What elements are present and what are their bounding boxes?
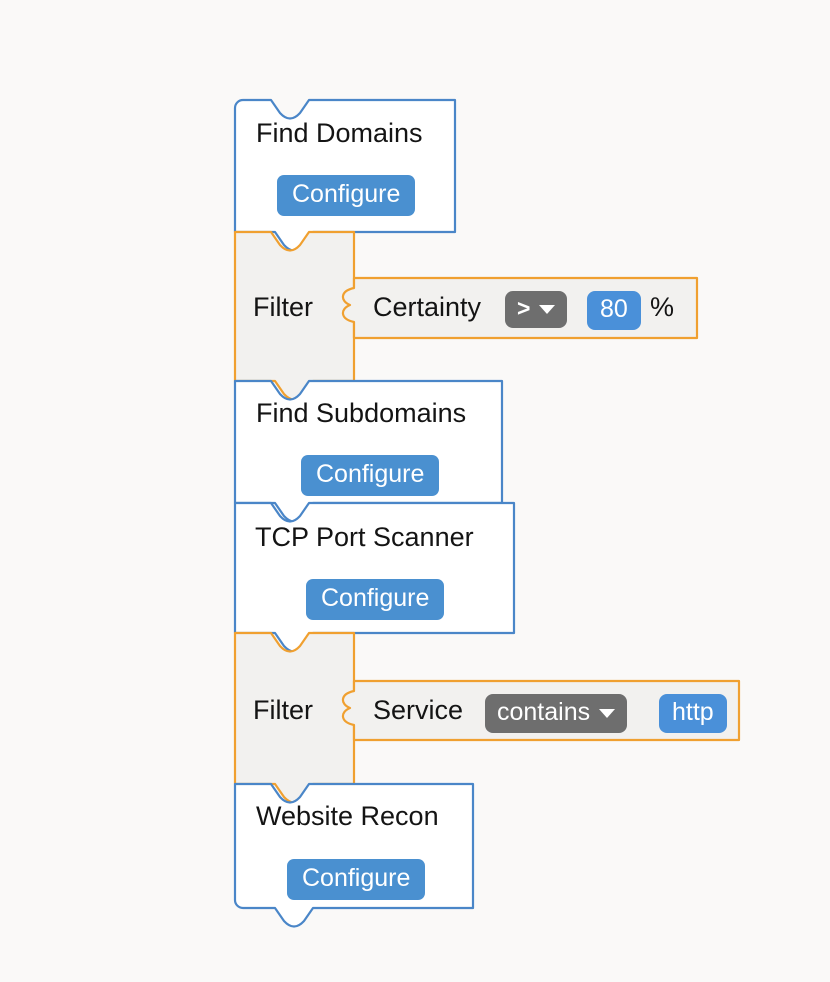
condition-field-certainty: Certainty — [373, 292, 482, 322]
filter-label-certainty: Filter — [253, 292, 313, 322]
configure-button-tcp-port-scanner[interactable]: Configure — [306, 579, 445, 620]
chevron-down-icon — [599, 709, 616, 718]
configure-button-find-subdomains[interactable]: Configure — [301, 455, 440, 496]
unit-label-certainty: % — [650, 292, 675, 322]
block-title-find-subdomains: Find Subdomains — [256, 398, 467, 428]
configure-button-find-domains[interactable]: Configure — [277, 175, 416, 216]
block-shape-tcp-port-scanner[interactable] — [233, 501, 516, 653]
operator-value-service: contains — [497, 698, 591, 726]
operator-value-certainty: > — [517, 295, 531, 321]
value-input-service[interactable]: http — [659, 694, 727, 733]
operator-dropdown-certainty[interactable]: > — [505, 291, 568, 328]
condition-field-service: Service — [373, 695, 464, 725]
block-title-website-recon: Website Recon — [256, 801, 439, 831]
chevron-down-icon — [539, 305, 556, 314]
configure-button-website-recon[interactable]: Configure — [287, 859, 426, 900]
operator-dropdown-service[interactable]: contains — [485, 694, 628, 733]
block-title-find-domains: Find Domains — [256, 118, 423, 148]
value-input-certainty[interactable]: 80 — [587, 291, 641, 330]
filter-label-service: Filter — [253, 695, 313, 725]
block-title-tcp-port-scanner: TCP Port Scanner — [255, 522, 474, 552]
